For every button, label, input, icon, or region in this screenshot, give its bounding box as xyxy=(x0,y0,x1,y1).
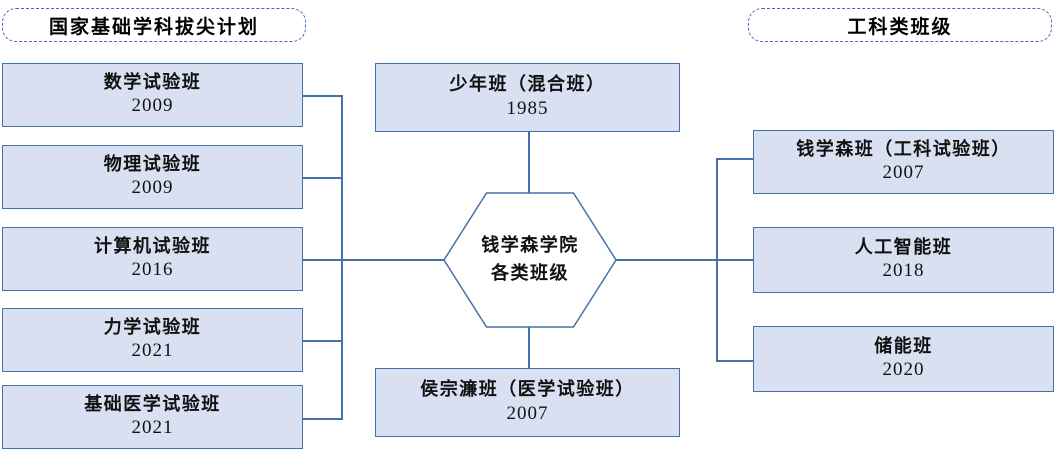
class-box-title: 钱学森班（工科试验班） xyxy=(796,138,1011,159)
class-box-year: 2007 xyxy=(506,402,549,424)
header-left-label: 国家基础学科拔尖计划 xyxy=(48,16,259,38)
hexagon-shape xyxy=(443,192,617,328)
class-box-qianxuesen[interactable]: 钱学森班（工科试验班） 2007 xyxy=(753,130,1054,194)
class-box-title: 少年班（混合班） xyxy=(449,74,606,95)
connector-hex-to-right xyxy=(616,259,718,261)
class-box-year: 2007 xyxy=(882,162,925,184)
class-box-ai[interactable]: 人工智能班 2018 xyxy=(753,227,1054,293)
class-box-year: 2021 xyxy=(131,417,174,439)
class-box-year: 1985 xyxy=(506,97,549,119)
class-box-title: 数学试验班 xyxy=(103,71,202,92)
class-box-basic-medicine[interactable]: 基础医学试验班 2021 xyxy=(2,385,303,449)
header-pill-left: 国家基础学科拔尖计划 xyxy=(2,8,306,42)
connector-left-stub-3 xyxy=(303,259,343,261)
class-box-year: 2016 xyxy=(131,259,174,281)
class-box-year: 2020 xyxy=(882,359,925,381)
connector-left-stub-1 xyxy=(303,95,343,97)
header-right-label: 工科类班级 xyxy=(847,16,953,38)
class-box-title: 基础医学试验班 xyxy=(84,393,221,414)
class-box-title: 力学试验班 xyxy=(103,316,202,337)
connector-left-stub-4 xyxy=(303,340,343,342)
connector-right-stub-1 xyxy=(716,158,754,160)
class-box-title: 侯宗濂班（医学试验班） xyxy=(420,379,635,400)
class-box-mechanics[interactable]: 力学试验班 2021 xyxy=(2,308,303,372)
connector-top-to-hex xyxy=(528,131,530,193)
class-box-title: 计算机试验班 xyxy=(94,235,211,256)
class-box-physics[interactable]: 物理试验班 2009 xyxy=(2,145,303,209)
center-hexagon[interactable]: 钱学森学院 各类班级 xyxy=(443,192,617,328)
class-box-year: 2018 xyxy=(882,260,925,282)
connector-left-to-hex xyxy=(341,259,444,261)
class-box-title: 物理试验班 xyxy=(103,153,202,174)
class-box-houzonglian[interactable]: 侯宗濂班（医学试验班） 2007 xyxy=(375,368,680,437)
connector-hex-to-bottom xyxy=(528,327,530,369)
connector-left-stub-5 xyxy=(303,418,343,420)
class-box-year: 2009 xyxy=(131,177,174,199)
connector-right-stub-2 xyxy=(716,259,754,261)
connector-right-stub-3 xyxy=(716,360,754,362)
class-box-title: 人工智能班 xyxy=(854,236,953,257)
class-box-math[interactable]: 数学试验班 2009 xyxy=(2,63,303,127)
class-box-year: 2009 xyxy=(131,95,174,117)
class-box-year: 2021 xyxy=(131,340,174,362)
class-box-youth[interactable]: 少年班（混合班） 1985 xyxy=(375,63,680,132)
class-box-energy-storage[interactable]: 储能班 2020 xyxy=(753,326,1054,392)
class-box-computer[interactable]: 计算机试验班 2016 xyxy=(2,227,303,291)
class-box-title: 储能班 xyxy=(874,335,933,356)
header-pill-right: 工科类班级 xyxy=(748,8,1052,42)
connector-left-stub-2 xyxy=(303,177,343,179)
connector-left-bus xyxy=(341,95,343,419)
